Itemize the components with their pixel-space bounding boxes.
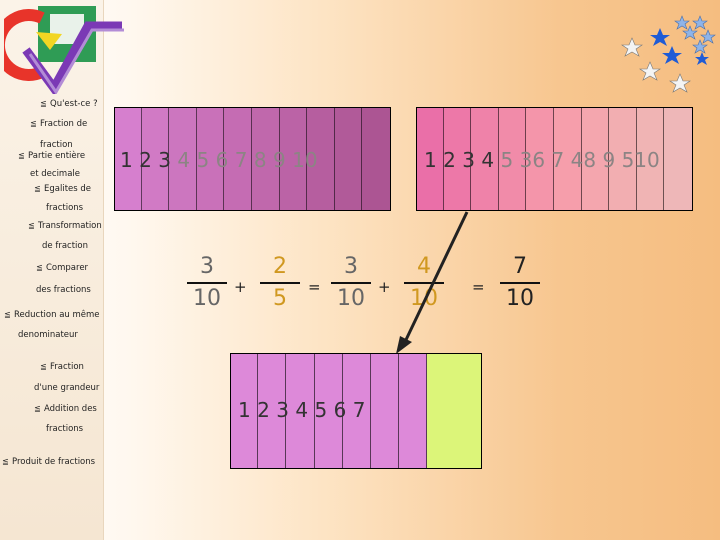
right-number: 9 (602, 148, 615, 172)
nav-bullet-icon: ≦ (34, 183, 42, 194)
left-number: 8 (254, 148, 267, 172)
result-number: 2 (257, 398, 270, 422)
left-number: 3 (158, 148, 171, 172)
nav-addition[interactable]: ≦Addition des (34, 403, 97, 415)
nav-transformation[interactable]: ≦Transformation (28, 220, 102, 232)
right-number: 5 (501, 148, 514, 172)
nav-reduction[interactable]: ≦Reduction au même (4, 309, 100, 321)
right-number: 48 (571, 148, 596, 172)
nav-transformation-line2[interactable]: de fraction (42, 241, 88, 252)
nav-bullet-icon: ≦ (18, 150, 26, 161)
equals-operator: = (308, 278, 321, 296)
fraction-3: 3 10 (331, 254, 371, 312)
nav-partie-entiere[interactable]: ≦Partie entière (18, 150, 85, 162)
nav-fraction-grandeur-line2[interactable]: d'une grandeur (34, 383, 99, 394)
left-number: 4 (177, 148, 190, 172)
left-number: 6 (216, 148, 229, 172)
fraction-bar (331, 282, 371, 284)
fraction-denominator: 10 (331, 286, 371, 312)
nav-comparer-line2[interactable]: des fractions (36, 285, 91, 296)
fraction-numerator: 3 (187, 254, 227, 280)
result-number: 6 (334, 398, 347, 422)
fraction-bar (500, 282, 540, 284)
fraction-1: 3 10 (187, 254, 227, 312)
fraction-numerator: 2 (260, 254, 300, 280)
plus-operator: + (378, 278, 391, 296)
nav-fraction-grandeur[interactable]: ≦Fraction (40, 361, 84, 373)
nav-egalites-line2[interactable]: fractions (46, 203, 83, 214)
fraction-2: 2 5 (260, 254, 300, 312)
nav-bullet-icon: ≦ (40, 98, 48, 109)
left-number: 10 (292, 148, 317, 172)
nav-bullet-icon: ≦ (4, 309, 12, 320)
nav-bullet-icon: ≦ (34, 403, 42, 414)
fraction-numerator: 3 (331, 254, 371, 280)
nav-fraction-de-fraction[interactable]: ≦Fraction de (30, 118, 87, 130)
fraction-bar (260, 282, 300, 284)
right-number: 4 (481, 148, 494, 172)
left-number: 2 (139, 148, 152, 172)
right-number: 2 (443, 148, 456, 172)
right-number: 7 (551, 148, 564, 172)
fraction-denominator: 10 (187, 286, 227, 312)
nav-partie-entiere-line2[interactable]: et decimale (30, 169, 80, 180)
right-number: 510 (622, 148, 660, 172)
nav-bullet-icon: ≦ (40, 361, 48, 372)
nav-bullet-icon: ≦ (2, 456, 10, 467)
fraction-bar (187, 282, 227, 284)
fraction-denominator: 5 (260, 286, 300, 312)
fraction-denominator: 10 (500, 286, 540, 312)
result-number: 5 (315, 398, 328, 422)
left-number: 5 (197, 148, 210, 172)
arrow-icon (390, 208, 480, 358)
right-number: 1 (424, 148, 437, 172)
right-number: 36 (520, 148, 545, 172)
result-number: 4 (295, 398, 308, 422)
nav-egalites[interactable]: ≦Egalites de (34, 183, 91, 195)
left-number: 9 (273, 148, 286, 172)
left-number: 7 (235, 148, 248, 172)
fraction-numerator: 7 (500, 254, 540, 280)
nav-addition-line2[interactable]: fractions (46, 424, 83, 435)
result-number: 1 (238, 398, 251, 422)
left-number: 1 (120, 148, 133, 172)
result-number: 7 (353, 398, 366, 422)
nav-bullet-icon: ≦ (30, 118, 38, 129)
stars-icon (612, 14, 716, 98)
nav-reduction-line2[interactable]: denominateur (18, 330, 78, 341)
nav-comparer[interactable]: ≦Comparer (36, 262, 88, 274)
nav-produit[interactable]: ≦Produit de fractions (2, 456, 95, 468)
fraction-logo (4, 2, 128, 94)
nav-bullet-icon: ≦ (36, 262, 44, 273)
right-number: 3 (462, 148, 475, 172)
fraction-result: 7 10 (500, 254, 540, 312)
nav-bullet-icon: ≦ (28, 220, 36, 231)
nav-qu-est-ce[interactable]: ≦Qu'est-ce ? (40, 98, 98, 110)
plus-operator: + (234, 278, 247, 296)
result-number: 3 (276, 398, 289, 422)
